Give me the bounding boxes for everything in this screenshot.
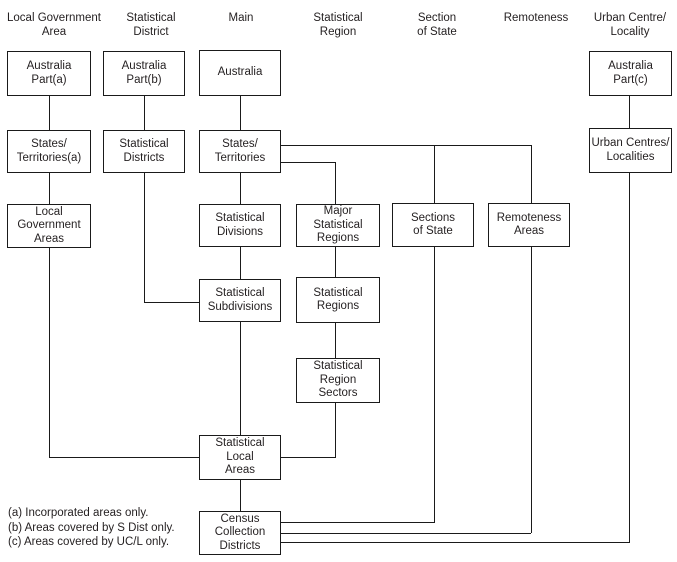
box-sections-of-state: Sections of State: [392, 203, 474, 247]
column-header-statistical-region: Statistical Region: [313, 12, 363, 38]
box-australia-part-b: Australia Part(b): [103, 51, 185, 96]
edge-lga-to-sla-horizontal: [49, 457, 199, 458]
edge-remoteness-to-ccd-horizontal: [281, 533, 531, 534]
box-major-statistical-regions: Major Statistical Regions: [296, 204, 380, 247]
edge-australia-to-states-territories: [240, 96, 241, 130]
edge-sectors-to-sla-vertical: [335, 403, 336, 457]
footnote-a: (a) Incorporated areas only.: [8, 507, 149, 519]
edge-australia-partc-to-ucl: [629, 96, 630, 128]
box-australia-part-c: Australia Part(c): [589, 51, 672, 96]
column-header-local-government-area: Local Government Area: [7, 12, 101, 38]
footnotes: (a) Incorporated areas only. (b) Areas c…: [8, 506, 175, 550]
edge-sections-of-state-to-ccd-vertical: [434, 247, 435, 522]
box-australia: Australia: [199, 50, 281, 96]
column-header-urban-centre-locality: Urban Centre/ Locality: [593, 12, 667, 38]
edge-ucl-to-ccd-vertical: [629, 173, 630, 542]
column-header-remoteness: Remoteness: [503, 12, 569, 24]
edge-subdivisions-to-sla: [240, 322, 241, 435]
box-remoteness-areas: Remoteness Areas: [488, 203, 570, 247]
box-statistical-divisions: Statistical Divisions: [199, 204, 281, 247]
box-census-collection-districts: Census Collection Districts: [199, 511, 281, 555]
box-states-territories: States/ Territories: [199, 130, 281, 173]
box-urban-centres-localities: Urban Centres/ Localities: [589, 128, 672, 173]
box-australia-part-a: Australia Part(a): [7, 51, 91, 96]
box-local-government-areas: Local Government Areas: [7, 204, 91, 248]
box-states-territories-a: States/ Territories(a): [7, 130, 91, 173]
column-header-statistical-district: Statistical District: [126, 12, 176, 38]
box-statistical-local-areas: Statistical Local Areas: [199, 435, 281, 480]
edge-branch-to-sections-of-state: [434, 145, 435, 203]
edge-sections-of-state-to-ccd-horizontal: [281, 522, 435, 523]
edge-divisions-to-subdivisions: [240, 247, 241, 279]
edge-states-territories-branch-horizontal: [281, 145, 531, 146]
edge-sectors-to-sla-horizontal: [281, 457, 336, 458]
edge-statistical-districts-to-subdivisions-horizontal: [144, 302, 199, 303]
edge-sla-to-ccd: [240, 480, 241, 511]
edge-ucl-to-ccd-horizontal: [281, 542, 630, 543]
edge-states-territories-to-msr-horizontal: [281, 162, 336, 163]
box-statistical-subdivisions: Statistical Subdivisions: [199, 279, 281, 322]
edge-branch-to-remoteness-areas: [531, 145, 532, 203]
edge-statistical-districts-to-subdivisions-vertical: [144, 173, 145, 303]
edge-australia-partb-to-statistical-districts: [144, 96, 145, 130]
edge-states-territories-to-msr-vertical: [335, 162, 336, 204]
edge-msr-to-statistical-regions: [335, 247, 336, 277]
edge-states-territories-to-divisions: [240, 173, 241, 204]
box-statistical-regions: Statistical Regions: [296, 277, 380, 323]
column-header-section-of-state: Section of State: [417, 12, 457, 38]
edge-states-territories-a-to-lga: [49, 173, 50, 204]
box-statistical-region-sectors: Statistical Region Sectors: [296, 358, 380, 403]
footnote-b: (b) Areas covered by S Dist only.: [8, 521, 175, 534]
column-header-main: Main: [228, 12, 254, 24]
edge-australia-parta-to-states-territories-a: [49, 96, 50, 130]
edge-lga-to-sla-vertical: [49, 248, 50, 458]
box-statistical-districts: Statistical Districts: [103, 130, 185, 173]
footnote-c: (c) Areas covered by UC/L only.: [8, 536, 170, 548]
edge-remoteness-to-ccd-vertical: [531, 247, 532, 533]
edge-statistical-regions-to-sectors: [335, 323, 336, 358]
